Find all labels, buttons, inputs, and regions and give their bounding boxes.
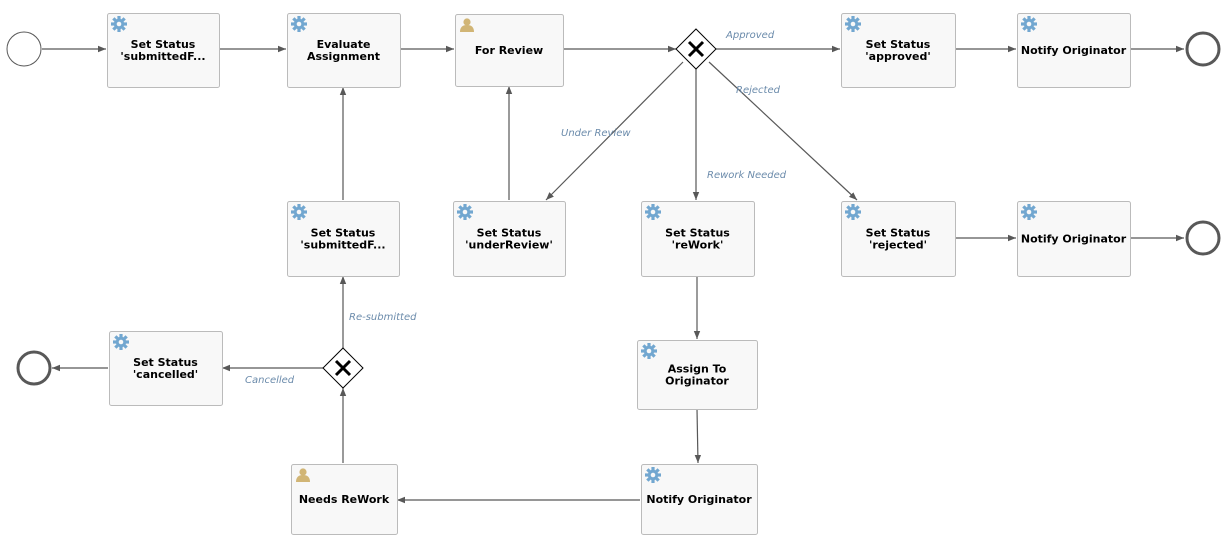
task-for-review[interactable]: For Review [455, 14, 564, 87]
task-label-line: Notify Originator [1021, 233, 1127, 246]
flow-label-cancelled: Cancelled [245, 375, 295, 386]
task-box[interactable] [1017, 201, 1131, 277]
task-label-line: Set Status [477, 227, 542, 240]
start-event[interactable] [6, 31, 42, 67]
task-notify-originator-rework[interactable]: Notify Originator [641, 464, 758, 535]
task-label-line: 'rejected' [869, 239, 927, 252]
task-box[interactable] [455, 14, 564, 87]
task-box[interactable] [107, 13, 220, 88]
task-label-line: Set Status [133, 356, 198, 369]
task-label-line: 'underReview' [465, 239, 553, 252]
task-label-line: 'submittedF... [120, 50, 205, 63]
task-label-line: Assignment [307, 50, 380, 63]
task-set-status-under-review[interactable]: Set Status'underReview' [453, 201, 566, 277]
task-box[interactable] [637, 340, 758, 410]
task-label-line: 'approved' [865, 50, 930, 63]
task-set-status-submitted-1[interactable]: Set Status'submittedF... [107, 13, 220, 88]
task-box[interactable] [641, 464, 758, 535]
gear-icon [1021, 16, 1037, 32]
gear-icon [291, 204, 307, 220]
task-label-line: For Review [475, 44, 543, 57]
task-label-line: Needs ReWork [299, 493, 390, 506]
task-label-line: 'submittedF... [300, 239, 385, 252]
task-needs-rework[interactable]: Needs ReWork [291, 464, 398, 535]
gear-icon [845, 16, 861, 32]
flow-assign-to-notify[interactable] [694, 408, 702, 464]
gear-icon [113, 334, 129, 350]
gear-icon [111, 16, 127, 32]
gateway-review-decision[interactable] [675, 28, 717, 70]
task-label-line: Set Status [866, 38, 931, 51]
gateway-rework-decision[interactable] [322, 347, 364, 389]
tasks: Set Status'submittedF...EvaluateAssignme… [107, 13, 1131, 535]
task-label-line: Assign To [668, 363, 727, 376]
flow-label-rework-needed: Rework Needed [707, 170, 787, 181]
task-label-line: 'cancelled' [133, 368, 198, 381]
task-box[interactable] [841, 201, 956, 277]
gear-icon [645, 204, 661, 220]
task-set-status-rejected[interactable]: Set Status'rejected' [841, 201, 956, 277]
task-set-status-cancelled[interactable]: Set Status'cancelled' [109, 331, 223, 406]
gear-icon [1021, 204, 1037, 220]
task-box[interactable] [1017, 13, 1131, 88]
task-label-line: Originator [665, 375, 729, 388]
task-label-line: Set Status [131, 38, 196, 51]
task-label-line: Set Status [665, 227, 730, 240]
flow-gateway-to-rejected[interactable] [708, 61, 858, 201]
gear-icon [457, 204, 473, 220]
flow-labels: Approved Rejected Under Review Rework Ne… [245, 30, 787, 386]
task-box[interactable] [453, 201, 566, 277]
task-box[interactable] [287, 201, 400, 277]
task-label-line: Notify Originator [1021, 44, 1127, 57]
task-notify-originator-approved[interactable]: Notify Originator [1017, 13, 1131, 88]
end-event-approved[interactable] [1185, 31, 1221, 67]
task-notify-originator-rejected[interactable]: Notify Originator [1017, 201, 1131, 277]
flow-label-under-review: Under Review [561, 128, 631, 139]
gear-icon [641, 343, 657, 359]
task-set-status-rework[interactable]: Set Status'reWork' [641, 201, 755, 277]
task-label-line: 'reWork' [672, 239, 724, 252]
task-label-line: Set Status [866, 227, 931, 240]
events [6, 31, 1221, 386]
end-event-rejected[interactable] [1185, 220, 1221, 256]
task-box[interactable] [287, 13, 401, 88]
task-label-line: Set Status [311, 227, 376, 240]
task-box[interactable] [291, 464, 398, 535]
gear-icon [291, 16, 307, 32]
flow-label-rejected: Rejected [736, 85, 781, 96]
task-box[interactable] [109, 331, 223, 406]
task-box[interactable] [841, 13, 956, 88]
task-label-line: Notify Originator [646, 493, 752, 506]
gear-icon [645, 467, 661, 483]
flow-gateway-to-underreview[interactable] [545, 61, 684, 201]
sequence-flows [42, 45, 1184, 504]
task-label-line: Evaluate [317, 38, 371, 51]
gear-icon [845, 204, 861, 220]
task-set-status-submitted-2[interactable]: Set Status'submittedF... [287, 201, 400, 277]
flow-label-resubmitted: Re-submitted [349, 312, 417, 323]
flow-label-approved: Approved [725, 30, 775, 41]
end-event-cancelled[interactable] [16, 350, 52, 386]
task-box[interactable] [641, 201, 755, 277]
task-set-status-approved[interactable]: Set Status'approved' [841, 13, 956, 88]
